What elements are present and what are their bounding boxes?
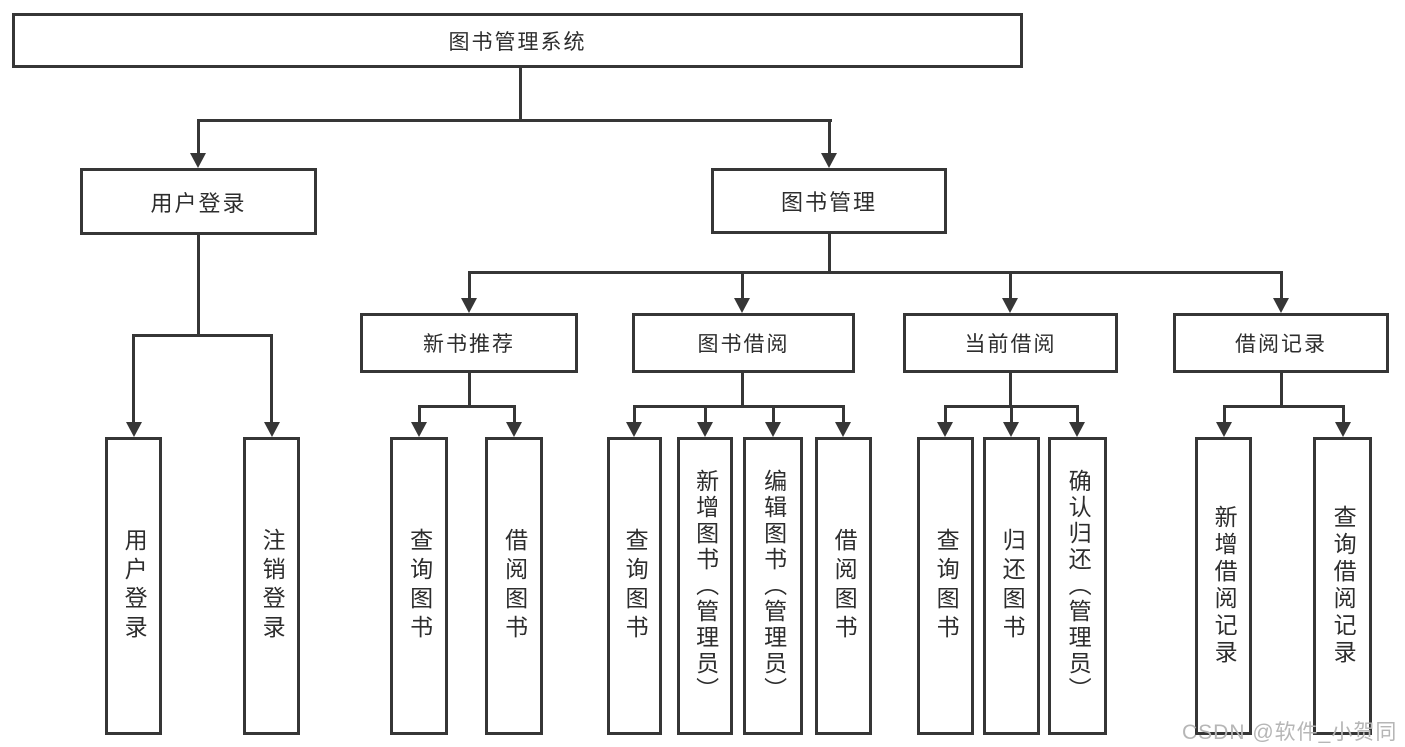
- connector-line: [1010, 405, 1013, 424]
- arrow-down-icon: [765, 422, 781, 437]
- connector-line: [704, 405, 707, 424]
- arrow-down-icon: [697, 422, 713, 437]
- leaf-br-query-record: 查询借阅记录: [1313, 437, 1372, 735]
- connector-line: [468, 271, 471, 300]
- leaf-cb-query-books: 查询图书: [917, 437, 974, 735]
- node-user-login: 用户登录: [80, 168, 317, 235]
- arrow-down-icon: [190, 153, 206, 168]
- leaf-cb-query-books-label: 查询图书: [933, 528, 960, 644]
- node-user-login-label: 用户登录: [150, 190, 247, 216]
- node-borrowing-records: 借阅记录: [1173, 313, 1389, 373]
- arrow-down-icon: [1273, 298, 1289, 313]
- arrow-down-icon: [1335, 422, 1351, 437]
- connector-line: [418, 405, 421, 424]
- arrow-down-icon: [1003, 422, 1019, 437]
- arrow-down-icon: [506, 422, 522, 437]
- leaf-nb-query-books-label: 查询图书: [406, 528, 433, 644]
- connector-line: [633, 405, 636, 424]
- connector-line: [1009, 373, 1012, 408]
- connector-line: [132, 334, 135, 424]
- connector-line: [132, 334, 273, 337]
- leaf-cb-confirm-return-admin-label: 确认归还（管理员）: [1065, 469, 1092, 703]
- arrow-down-icon: [1216, 422, 1232, 437]
- leaf-bb-edit-books-admin-label: 编辑图书（管理员）: [760, 469, 787, 703]
- node-book-management-label: 图书管理: [780, 190, 877, 215]
- leaf-br-add-record-label: 新增借阅记录: [1211, 505, 1238, 667]
- connector-line: [197, 235, 200, 336]
- node-book-borrowing: 图书借阅: [632, 313, 855, 373]
- connector-line: [197, 119, 832, 122]
- arrow-down-icon: [264, 422, 280, 437]
- arrow-down-icon: [1069, 422, 1085, 437]
- connector-line: [1223, 405, 1226, 424]
- connector-line: [842, 405, 845, 424]
- connector-line: [468, 271, 1283, 274]
- connector-line: [1342, 405, 1345, 424]
- connector-line: [772, 405, 775, 424]
- arrow-down-icon: [835, 422, 851, 437]
- connector-line: [513, 405, 516, 424]
- leaf-bb-borrow-books: 借阅图书: [815, 437, 872, 735]
- connector-line: [1009, 271, 1012, 300]
- arrow-down-icon: [126, 422, 142, 437]
- node-root-label: 图书管理系统: [448, 30, 587, 54]
- connector-line: [1223, 405, 1344, 408]
- connector-line: [1076, 405, 1079, 424]
- connector-line: [944, 405, 947, 424]
- leaf-nb-borrow-books: 借阅图书: [485, 437, 543, 735]
- leaf-br-query-record-label: 查询借阅记录: [1330, 505, 1357, 667]
- connector-line: [741, 271, 744, 300]
- node-current-borrowing-label: 当前借阅: [964, 333, 1057, 356]
- leaf-bb-add-books-admin: 新增图书（管理员）: [677, 437, 733, 735]
- connector-line: [418, 405, 516, 408]
- arrow-down-icon: [461, 298, 477, 313]
- leaf-cb-return-books-label: 归还图书: [999, 528, 1026, 644]
- node-new-book-recommend: 新书推荐: [360, 313, 578, 373]
- connector-line: [1280, 373, 1283, 408]
- connector-line: [468, 373, 471, 408]
- node-root-library-system: 图书管理系统: [12, 13, 1023, 68]
- csdn-watermark: CSDN @软件_小贺同学: [1182, 721, 1398, 744]
- leaf-bb-query-books-label: 查询图书: [622, 528, 649, 644]
- node-borrowing-records-label: 借阅记录: [1235, 333, 1327, 356]
- connector-line: [270, 334, 273, 424]
- leaf-logout: 注销登录: [243, 437, 300, 735]
- leaf-cb-return-books: 归还图书: [983, 437, 1040, 735]
- connector-line: [197, 119, 200, 155]
- connector-line: [828, 234, 831, 274]
- connector-line: [633, 405, 845, 408]
- arrow-down-icon: [411, 422, 427, 437]
- leaf-cb-confirm-return-admin: 确认归还（管理员）: [1048, 437, 1107, 735]
- node-current-borrowing: 当前借阅: [903, 313, 1118, 373]
- arrow-down-icon: [937, 422, 953, 437]
- connector-line: [1280, 271, 1283, 300]
- leaf-logout-label: 注销登录: [259, 528, 286, 644]
- leaf-bb-query-books: 查询图书: [607, 437, 662, 735]
- arrow-down-icon: [821, 153, 837, 168]
- leaf-user-login-label: 用户登录: [121, 528, 148, 644]
- connector-line: [741, 373, 744, 408]
- node-book-borrowing-label: 图书借阅: [697, 333, 790, 356]
- leaf-nb-query-books: 查询图书: [390, 437, 448, 735]
- node-new-book-recommend-label: 新书推荐: [423, 333, 515, 356]
- arrow-down-icon: [734, 298, 750, 313]
- leaf-user-login: 用户登录: [105, 437, 162, 735]
- arrow-down-icon: [626, 422, 642, 437]
- leaf-bb-add-books-admin-label: 新增图书（管理员）: [692, 469, 719, 703]
- leaf-bb-borrow-books-label: 借阅图书: [831, 528, 858, 644]
- leaf-br-add-record: 新增借阅记录: [1195, 437, 1252, 735]
- connector-line: [519, 66, 522, 122]
- leaf-nb-borrow-books-label: 借阅图书: [501, 528, 528, 644]
- connector-line: [828, 119, 831, 155]
- node-book-management: 图书管理: [711, 168, 947, 234]
- leaf-bb-edit-books-admin: 编辑图书（管理员）: [743, 437, 803, 735]
- arrow-down-icon: [1002, 298, 1018, 313]
